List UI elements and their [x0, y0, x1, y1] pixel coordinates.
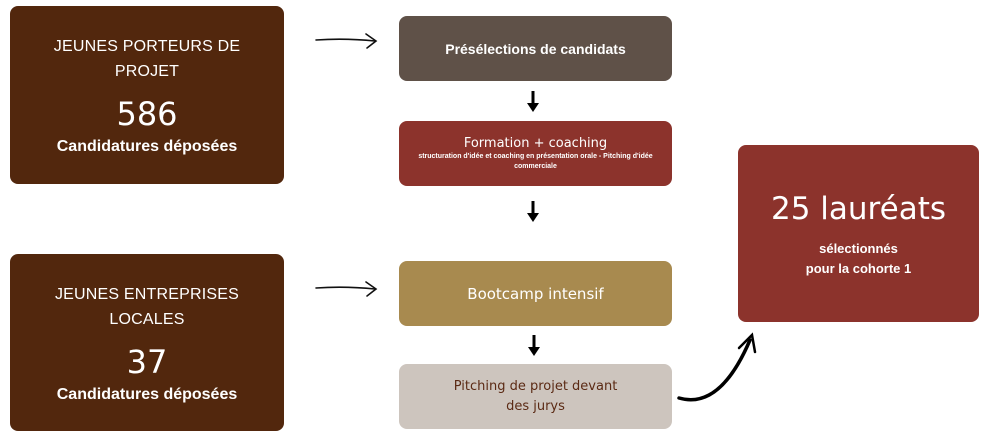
step-label: Formation + coaching — [463, 135, 608, 151]
arrow-down-icon — [527, 91, 539, 112]
arrow-down-icon — [528, 335, 540, 356]
arrow-right-icon — [315, 281, 378, 297]
step-label: Pitching de projet devant des jurys — [453, 378, 618, 414]
arrow-down-icon — [527, 201, 539, 222]
step-pitching: Pitching de projet devant des jurys — [399, 364, 672, 429]
result-line-2: pour la cohorte 1 — [805, 260, 912, 276]
source-subtitle: Candidatures déposées — [56, 385, 238, 403]
step-description: structuration d'idée et coaching en prés… — [418, 152, 653, 170]
source-count: 586 — [116, 95, 178, 133]
curved-arrow-icon — [677, 332, 757, 402]
result-box-laureats: 25 lauréats sélectionnés pour la cohorte… — [738, 145, 979, 322]
step-label: Présélections de candidats — [445, 40, 626, 57]
source-box-entreprises-locales: JEUNES ENTREPRISES LOCALES 37 Candidatur… — [10, 254, 284, 431]
result-line-1: sélectionnés — [819, 240, 898, 256]
source-title: JEUNES PORTEURS DE PROJET — [53, 38, 241, 80]
step-label: Bootcamp intensif — [467, 284, 604, 303]
step-formation-coaching: Formation + coaching structuration d'idé… — [399, 121, 672, 186]
source-count: 37 — [126, 342, 168, 381]
arrow-right-icon — [315, 33, 378, 49]
step-preselection: Présélections de candidats — [399, 16, 672, 81]
source-subtitle: Candidatures déposées — [56, 138, 238, 155]
step-bootcamp: Bootcamp intensif — [399, 261, 672, 326]
result-headline: 25 lauréats — [771, 190, 946, 227]
source-title: JEUNES ENTREPRISES LOCALES — [54, 285, 240, 328]
source-box-porteurs-projet: JEUNES PORTEURS DE PROJET 586 Candidatur… — [10, 6, 284, 184]
